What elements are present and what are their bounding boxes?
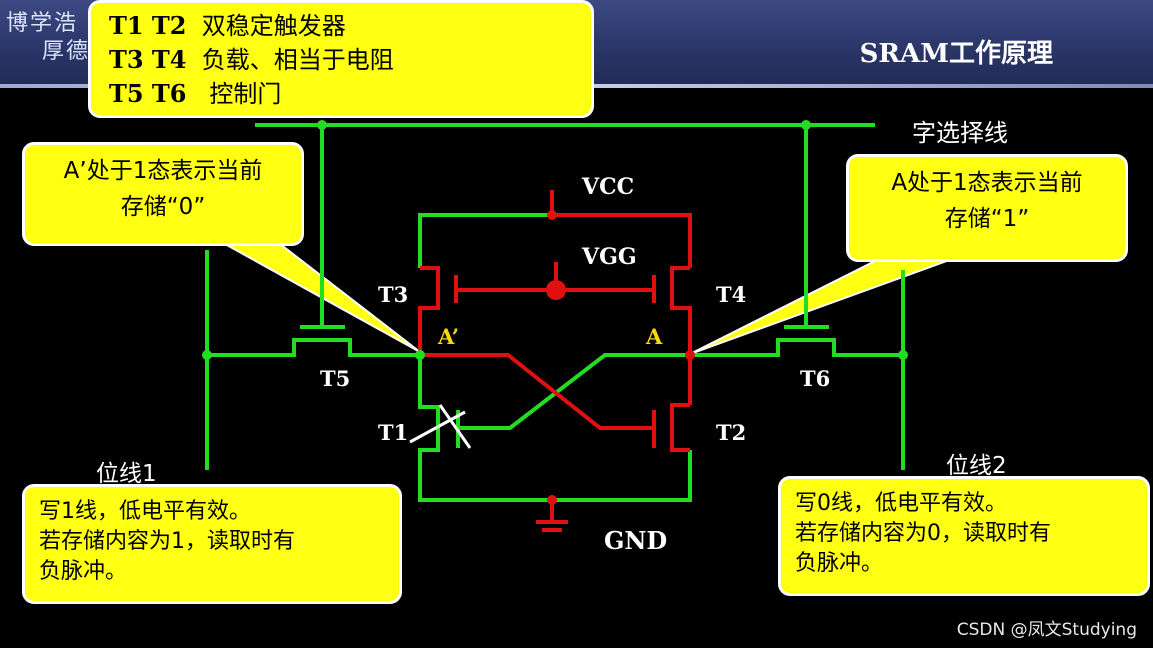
left-note-line2: 若存储内容为1，读取时有 [39, 529, 295, 554]
node-a-label: A [646, 324, 663, 349]
csdn-watermark: CSDN @凤文Studying [956, 620, 1137, 640]
legend-row: T1 T2 双稳定触发器 [109, 11, 346, 40]
word-line-label: 字选择线 [912, 119, 1008, 147]
bit-line1-label: 位线1 [96, 461, 157, 487]
junction-dot [202, 350, 212, 360]
junction-dot [317, 120, 327, 130]
t2-label: T2 [716, 420, 747, 445]
bit-line2-label: 位线2 [946, 453, 1007, 479]
right-callout: A处于1态表示当前 存储“1” [846, 154, 1128, 262]
logo: 博学浩 厚德 [6, 10, 90, 66]
left-note-line3: 负脉冲。 [39, 559, 128, 584]
right-note-line3: 负脉冲。 [795, 551, 884, 576]
left-note: 写1线，低电平有效。 若存储内容为1，读取时有 负脉冲。 [22, 484, 402, 604]
vgg-dot [546, 280, 566, 300]
vgg-label: VGG [582, 244, 637, 270]
transistor-legend: T1 T2 双稳定触发器 T3 T4 负载、相当于电阻 T5 T6 控制门 [88, 0, 594, 118]
vcc-dot [547, 210, 557, 220]
left-note-line1: 写1线，低电平有效。 [39, 499, 251, 524]
node-a-dot [685, 350, 695, 360]
junction-dot [898, 350, 908, 360]
right-note-line2: 若存储内容为0，读取时有 [795, 521, 1051, 546]
left-callout-line1: A’处于1态表示当前 [63, 158, 263, 184]
right-note-line1: 写0线，低电平有效。 [795, 491, 1007, 516]
t3-label: T3 [378, 282, 409, 307]
right-callout-line2: 存储“1” [944, 206, 1030, 232]
t1-label: T1 [378, 420, 409, 445]
node-a-prime-dot [415, 350, 425, 360]
t4-label: T4 [716, 282, 747, 307]
t5-label: T5 [320, 366, 351, 391]
cross-mark-icon [409, 404, 472, 449]
gnd-dot [547, 495, 557, 505]
logo-line-1: 博学浩 [6, 11, 79, 36]
t6-label: T6 [800, 366, 831, 391]
slide-title: SRAM工作原理 [859, 39, 1053, 69]
legend-row: T5 T6 控制门 [109, 79, 282, 108]
left-callout-line2: 存储“0” [120, 194, 206, 220]
legend-row: T3 T4 负载、相当于电阻 [109, 45, 394, 74]
node-a-prime-label: A’ [438, 324, 460, 349]
left-callout: A’处于1态表示当前 存储“0” [22, 142, 304, 246]
logo-line-2: 厚德 [42, 39, 91, 64]
gnd-label: GND [604, 526, 668, 555]
junction-dot [801, 120, 811, 130]
vcc-label: VCC [582, 174, 635, 200]
right-note: 写0线，低电平有效。 若存储内容为0，读取时有 负脉冲。 [778, 476, 1150, 596]
red-wires [418, 190, 692, 532]
right-callout-line1: A处于1态表示当前 [891, 170, 1083, 196]
